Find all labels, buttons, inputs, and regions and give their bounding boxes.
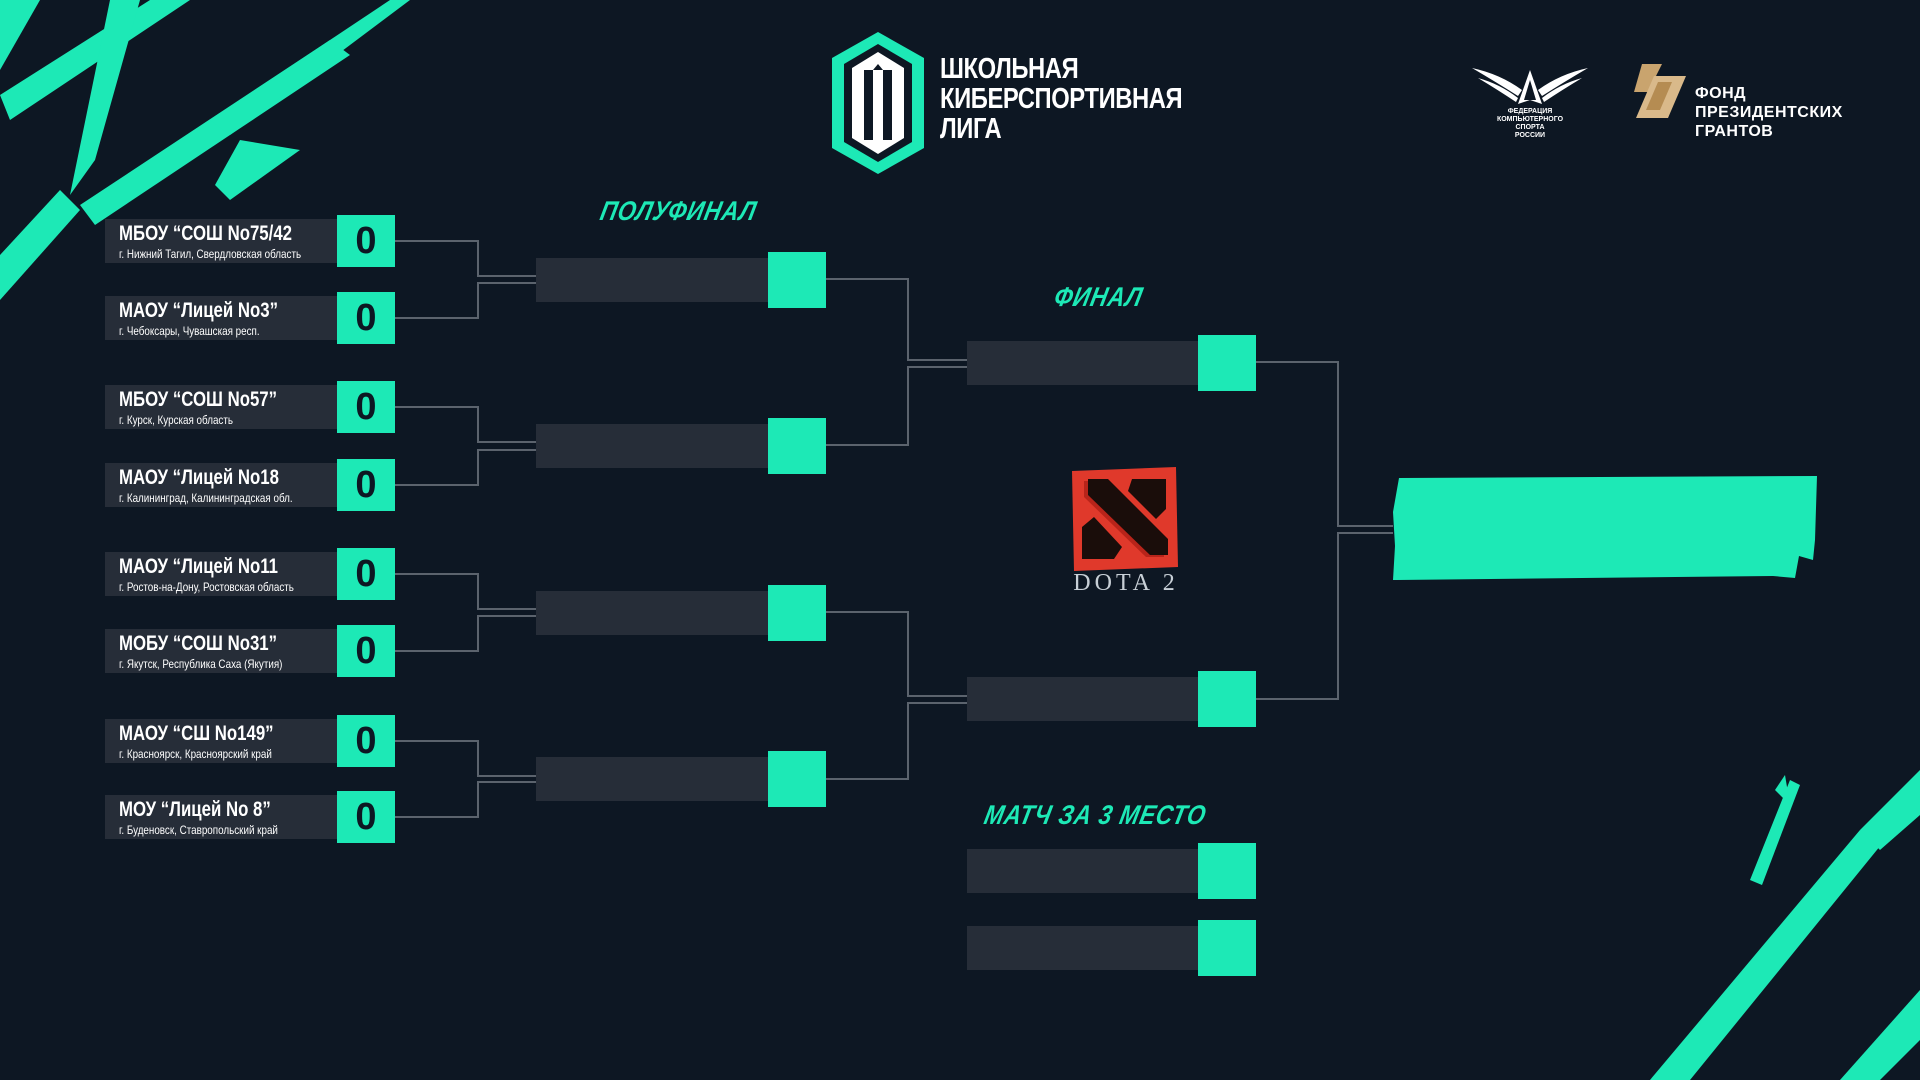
team-row-3: МБОУ “СОШ No57” г. Курск, Курская област…	[105, 381, 395, 433]
team-name-box: МБОУ “СОШ No57” г. Курск, Курская област…	[105, 385, 337, 429]
fund-line-2: ПРЕЗИДЕНТСКИХ	[1695, 104, 1843, 121]
dota-2-logo-text: DOTA 2	[1073, 570, 1179, 596]
team-city: г. Курск, Курская область	[119, 413, 233, 427]
slot-score-chip	[768, 751, 826, 807]
semifinal-slot-4	[536, 751, 826, 807]
team-score: 0	[337, 625, 395, 677]
team-name-box: МОБУ “СОШ No31” г. Якутск, Республика Са…	[105, 629, 337, 673]
slot-score-chip	[1198, 920, 1256, 976]
final-label: ФИНАЛ	[1051, 282, 1146, 312]
slot-score-chip	[768, 585, 826, 641]
team-row-1: МБОУ “СОШ No75/42 г. Нижний Тагил, Сверд…	[105, 215, 395, 267]
team-city: г. Чебоксары, Чувашская респ.	[119, 324, 260, 338]
semifinal-slot-1	[536, 252, 826, 308]
team-score: 0	[337, 715, 395, 767]
team-name-box: МАОУ “СШ No149” г. Красноярск, Красноярс…	[105, 719, 337, 763]
slot-bar	[536, 591, 768, 635]
federation-logo-icon	[1472, 68, 1588, 104]
team-name: МАОУ “Лицей No3”	[119, 299, 278, 322]
team-city: г. Якутск, Республика Саха (Якутия)	[119, 657, 283, 671]
grants-fund-logo-icon	[1634, 64, 1686, 118]
team-row-8: МОУ “Лицей No 8” г. Буденовск, Ставропол…	[105, 791, 395, 843]
team-row-2: МАОУ “Лицей No3” г. Чебоксары, Чувашская…	[105, 292, 395, 344]
slot-bar	[536, 757, 768, 801]
team-score: 0	[337, 459, 395, 511]
federation-caption: ФЕДЕРАЦИЯ КОМПЬЮТЕРНОГО СПОРТА РОССИИ	[1480, 108, 1580, 140]
team-score: 0	[337, 292, 395, 344]
fund-line-3: ГРАНТОВ	[1695, 123, 1774, 140]
league-title: ШКОЛЬНАЯ КИБЕРСПОРТИВНАЯ ЛИГА	[940, 53, 1183, 145]
final-slot-1	[967, 335, 1256, 391]
team-row-7: МАОУ “СШ No149” г. Красноярск, Красноярс…	[105, 715, 395, 767]
slot-bar	[967, 926, 1198, 970]
grants-fund-name: ФОНД ПРЕЗИДЕНТСКИХ ГРАНТОВ	[1695, 84, 1875, 141]
federation-caption-line-4: РОССИИ	[1514, 132, 1546, 139]
team-name-box: МАОУ “Лицей No3” г. Чебоксары, Чувашская…	[105, 296, 337, 340]
team-city: г. Нижний Тагил, Свердловская область	[119, 247, 302, 261]
slot-score-chip	[1198, 843, 1256, 899]
federation-caption-line-1: ФЕДЕРАЦИЯ	[1507, 108, 1553, 115]
team-name: МОУ “Лицей No 8”	[119, 798, 271, 821]
winner-bar	[1393, 476, 1817, 580]
semifinal-label: ПОЛУФИНАЛ	[597, 196, 760, 226]
federation-caption-line-3: СПОРТА	[1515, 124, 1545, 131]
team-city: г. Красноярск, Красноярский край	[119, 747, 272, 761]
slot-bar	[536, 258, 768, 302]
third-place-slot-1	[967, 843, 1256, 899]
team-name-box: МБОУ “СОШ No75/42 г. Нижний Тагил, Сверд…	[105, 219, 337, 263]
league-logo-icon	[832, 32, 924, 174]
slot-score-chip	[1198, 671, 1256, 727]
slot-score-chip	[768, 252, 826, 308]
team-name-box: МАОУ “Лицей No18 г. Калининград, Калинин…	[105, 463, 337, 507]
team-city: г. Буденовск, Ставропольский край	[119, 823, 278, 837]
slot-bar	[967, 849, 1198, 893]
slot-score-chip	[1198, 335, 1256, 391]
final-slot-2	[967, 671, 1256, 727]
team-name: МАОУ “Лицей No18	[119, 466, 279, 489]
league-title-line-2: КИБЕРСПОРТИВНАЯ	[940, 83, 1183, 115]
team-name: МАОУ “Лицей No11	[119, 555, 279, 578]
third-place-label: МАТЧ ЗА 3 МЕСТО	[981, 800, 1210, 830]
team-name-box: МАОУ “Лицей No11 г. Ростов-на-Дону, Рост…	[105, 552, 337, 596]
fund-line-1: ФОНД	[1695, 85, 1747, 102]
team-row-6: МОБУ “СОШ No31” г. Якутск, Республика Са…	[105, 625, 395, 677]
team-row-5: МАОУ “Лицей No11 г. Ростов-на-Дону, Рост…	[105, 548, 395, 600]
slot-score-chip	[768, 418, 826, 474]
team-city: г. Калининград, Калининградская обл.	[119, 491, 293, 505]
federation-caption-line-2: КОМПЬЮТЕРНОГО	[1496, 116, 1564, 123]
semifinal-slot-3	[536, 585, 826, 641]
team-score: 0	[337, 791, 395, 843]
team-name: МБОУ “СОШ No75/42	[119, 222, 293, 245]
league-title-line-3: ЛИГА	[940, 113, 1002, 145]
team-score: 0	[337, 548, 395, 600]
slot-bar	[536, 424, 768, 468]
team-name: МАОУ “СШ No149”	[119, 722, 274, 745]
slot-bar	[967, 341, 1198, 385]
slot-bar	[967, 677, 1198, 721]
team-name: МОБУ “СОШ No31”	[119, 632, 278, 655]
third-place-slot-2	[967, 920, 1256, 976]
semifinal-slot-2	[536, 418, 826, 474]
team-city: г. Ростов-на-Дону, Ростовская область	[119, 580, 294, 594]
team-row-4: МАОУ “Лицей No18 г. Калининград, Калинин…	[105, 459, 395, 511]
team-score: 0	[337, 215, 395, 267]
team-score: 0	[337, 381, 395, 433]
team-name: МБОУ “СОШ No57”	[119, 388, 278, 411]
team-name-box: МОУ “Лицей No 8” г. Буденовск, Ставропол…	[105, 795, 337, 839]
dota-2-logo-icon	[1072, 467, 1178, 571]
league-title-line-1: ШКОЛЬНАЯ	[940, 53, 1079, 85]
